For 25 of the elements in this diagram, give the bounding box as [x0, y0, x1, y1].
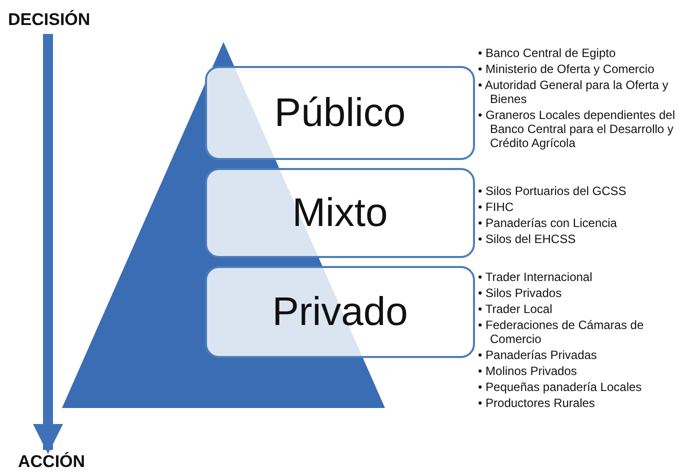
list-item: • Trader Internacional: [478, 270, 594, 284]
list-item: • Pequeñas panadería Locales: [478, 380, 643, 394]
sector-title: Mixto: [292, 190, 388, 236]
sector-title: Privado: [272, 290, 408, 334]
list-item: • Silos Privados: [478, 286, 563, 300]
list-item: • Autoridad General para la Oferta y Bienes: [478, 78, 670, 106]
arrow: [33, 34, 63, 454]
list-item: • Panaderías Privadas: [478, 348, 598, 362]
sector-box: [205, 66, 475, 160]
sector-box: [205, 266, 475, 358]
list-item: • Molinos Privados: [478, 364, 578, 378]
list-item: • Banco Central de Egipto: [478, 46, 617, 60]
list-item: • Panaderías con Licencia: [478, 216, 618, 230]
list-item: • Graneros Locales dependientes del Banco Central para el Desarrollo y Crédito Agrícola: [478, 108, 676, 150]
list-item: • Silos Portuarios del GCSS: [478, 184, 628, 198]
axis-label: ACCIÓN: [18, 452, 98, 472]
list-item: • Silos del EHCSS: [478, 232, 577, 246]
sector-box: [205, 168, 475, 258]
list-item: • FIHC: [478, 200, 515, 214]
list-item: • Trader Local: [478, 302, 554, 316]
list-item: • Ministerio de Oferta y Comercio: [478, 62, 656, 76]
sector-title: Público: [274, 90, 406, 136]
list-item: • Federaciones de Cámaras de Comercio: [478, 318, 645, 346]
list-item: • Productores Rurales: [478, 396, 596, 410]
axis-label: DECISIÓN: [8, 10, 98, 32]
